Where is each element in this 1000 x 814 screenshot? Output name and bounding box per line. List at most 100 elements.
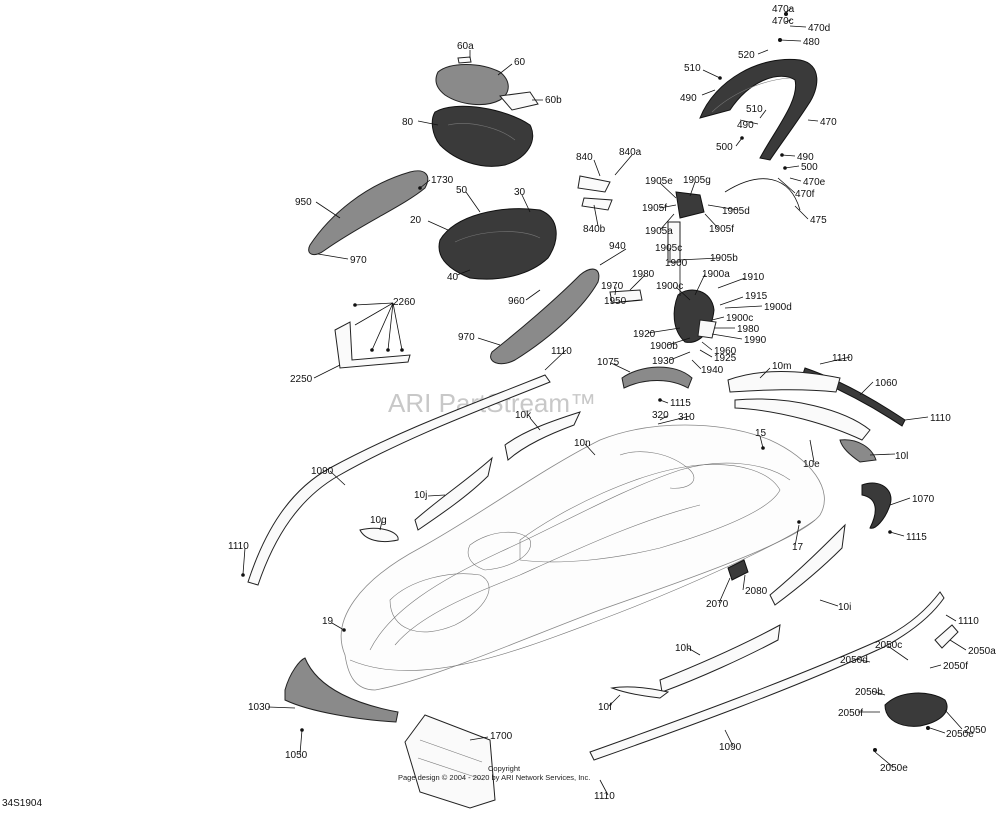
- callout-1060[interactable]: 1060: [875, 378, 898, 389]
- front-bumper[interactable]: [284, 657, 399, 723]
- callout-2250[interactable]: 2250: [290, 374, 313, 385]
- callout-1110[interactable]: 1110: [594, 791, 615, 802]
- callout-10f[interactable]: 10f: [598, 702, 612, 713]
- callout-60b[interactable]: 60b: [545, 95, 562, 106]
- callout-500[interactable]: 500: [801, 162, 818, 173]
- callout-1905f[interactable]: 1905f: [709, 224, 734, 235]
- callout-470a[interactable]: 470a: [772, 4, 795, 15]
- callout-1700[interactable]: 1700: [490, 731, 513, 742]
- callout-1905a[interactable]: 1905a: [645, 226, 673, 237]
- glovebox[interactable]: [431, 105, 534, 167]
- callout-970[interactable]: 970: [350, 255, 367, 266]
- callout-2050c[interactable]: 2050c: [875, 640, 902, 651]
- callout-2050d[interactable]: 2050d: [840, 655, 868, 666]
- callout-1970[interactable]: 1970: [601, 281, 624, 292]
- callout-960[interactable]: 960: [508, 296, 525, 307]
- callout-490[interactable]: 490: [680, 93, 697, 104]
- callout-320[interactable]: 320: [652, 410, 669, 421]
- callout-80[interactable]: 80: [402, 117, 414, 128]
- callout-50[interactable]: 50: [456, 185, 468, 196]
- callout-1110[interactable]: 1110: [958, 616, 979, 627]
- callout-1110[interactable]: 1110: [930, 413, 951, 424]
- steering-column[interactable]: [609, 191, 717, 343]
- callout-840[interactable]: 840: [576, 152, 593, 163]
- callout-2080[interactable]: 2080: [745, 586, 768, 597]
- callout-2050f[interactable]: 2050f: [943, 661, 968, 672]
- callout-2050b[interactable]: 2050b: [855, 687, 883, 698]
- decal-10e[interactable]: [734, 398, 871, 441]
- callout-500[interactable]: 500: [716, 142, 733, 153]
- callout-510[interactable]: 510: [746, 104, 763, 115]
- callout-2070[interactable]: 2070: [706, 599, 729, 610]
- callout-1980[interactable]: 1980: [737, 324, 760, 335]
- callout-10l[interactable]: 10l: [895, 451, 908, 462]
- callout-1900d[interactable]: 1900d: [764, 302, 792, 313]
- callout-10m[interactable]: 10m: [772, 361, 791, 372]
- callout-2050[interactable]: 2050: [964, 725, 987, 736]
- decal-10i[interactable]: [769, 523, 846, 606]
- callout-1900c[interactable]: 1900c: [656, 281, 683, 292]
- callout-10h[interactable]: 10h: [675, 643, 692, 654]
- bracket-2070[interactable]: [727, 559, 749, 581]
- callout-470c[interactable]: 470c: [772, 16, 794, 27]
- callout-1905d[interactable]: 1905d: [722, 206, 750, 217]
- callout-1900[interactable]: 1900: [665, 258, 688, 269]
- shroud-1075[interactable]: [621, 366, 693, 389]
- rear-grab-handle[interactable]: [699, 58, 818, 161]
- callout-1905b[interactable]: 1905b: [710, 253, 738, 264]
- decal-10f[interactable]: [610, 686, 670, 699]
- side-rail-right[interactable]: [589, 591, 945, 761]
- callout-10j[interactable]: 10j: [414, 490, 427, 501]
- callout-1990[interactable]: 1990: [744, 335, 767, 346]
- reboarding-step[interactable]: [884, 624, 959, 727]
- callout-1925[interactable]: 1925: [714, 353, 737, 364]
- callout-10i[interactable]: 10i: [838, 602, 851, 613]
- decal-10j[interactable]: [414, 456, 493, 531]
- callout-470[interactable]: 470: [820, 117, 837, 128]
- callout-840a[interactable]: 840a: [619, 147, 642, 158]
- callout-1115[interactable]: 1115: [906, 532, 927, 543]
- side-rail-left[interactable]: [247, 374, 551, 586]
- decal-10k[interactable]: [504, 411, 581, 461]
- callout-2260[interactable]: 2260: [393, 297, 416, 308]
- callout-2050a[interactable]: 2050a: [968, 646, 996, 657]
- callout-1090[interactable]: 1090: [311, 466, 334, 477]
- callout-1915[interactable]: 1915: [745, 291, 768, 302]
- callout-950[interactable]: 950: [295, 197, 312, 208]
- callout-10n[interactable]: 10n: [574, 438, 591, 449]
- callout-1905e[interactable]: 1905e: [645, 176, 673, 187]
- callout-1905c[interactable]: 1905c: [655, 243, 682, 254]
- callout-2050f[interactable]: 2050f: [838, 708, 863, 719]
- callout-1910[interactable]: 1910: [742, 272, 765, 283]
- decal-10h[interactable]: [659, 624, 781, 693]
- callout-15[interactable]: 15: [755, 428, 767, 439]
- callout-1900b[interactable]: 1900b: [650, 341, 678, 352]
- callout-10k[interactable]: 10k: [515, 410, 532, 421]
- callout-490[interactable]: 490: [737, 120, 754, 131]
- deck-hull[interactable]: [340, 424, 825, 691]
- callout-1905g[interactable]: 1905g: [683, 175, 711, 186]
- callout-470e[interactable]: 470e: [803, 177, 826, 188]
- callout-470d[interactable]: 470d: [808, 23, 830, 34]
- callout-19[interactable]: 19: [322, 616, 334, 627]
- callout-1730[interactable]: 1730: [431, 175, 454, 186]
- decal-10g[interactable]: [359, 527, 399, 543]
- cable-475[interactable]: [724, 178, 801, 211]
- callout-1030[interactable]: 1030: [248, 702, 271, 713]
- callout-510[interactable]: 510: [684, 63, 701, 74]
- callout-2050e[interactable]: 2050e: [946, 729, 974, 740]
- callout-1940[interactable]: 1940: [701, 365, 724, 376]
- callout-2050e[interactable]: 2050e: [880, 763, 908, 774]
- callout-60a[interactable]: 60a: [457, 41, 474, 52]
- callout-970[interactable]: 970: [458, 332, 475, 343]
- callout-475[interactable]: 475: [810, 215, 827, 226]
- side-piece-1070[interactable]: [861, 482, 892, 529]
- callout-30[interactable]: 30: [514, 187, 526, 198]
- side-panel-950[interactable]: [308, 170, 429, 256]
- decal-10m[interactable]: [727, 371, 841, 393]
- callout-1110[interactable]: 1110: [551, 346, 572, 357]
- callout-520[interactable]: 520: [738, 50, 755, 61]
- callout-470f[interactable]: 470f: [795, 189, 815, 200]
- callout-60[interactable]: 60: [514, 57, 526, 68]
- callout-17[interactable]: 17: [792, 542, 804, 553]
